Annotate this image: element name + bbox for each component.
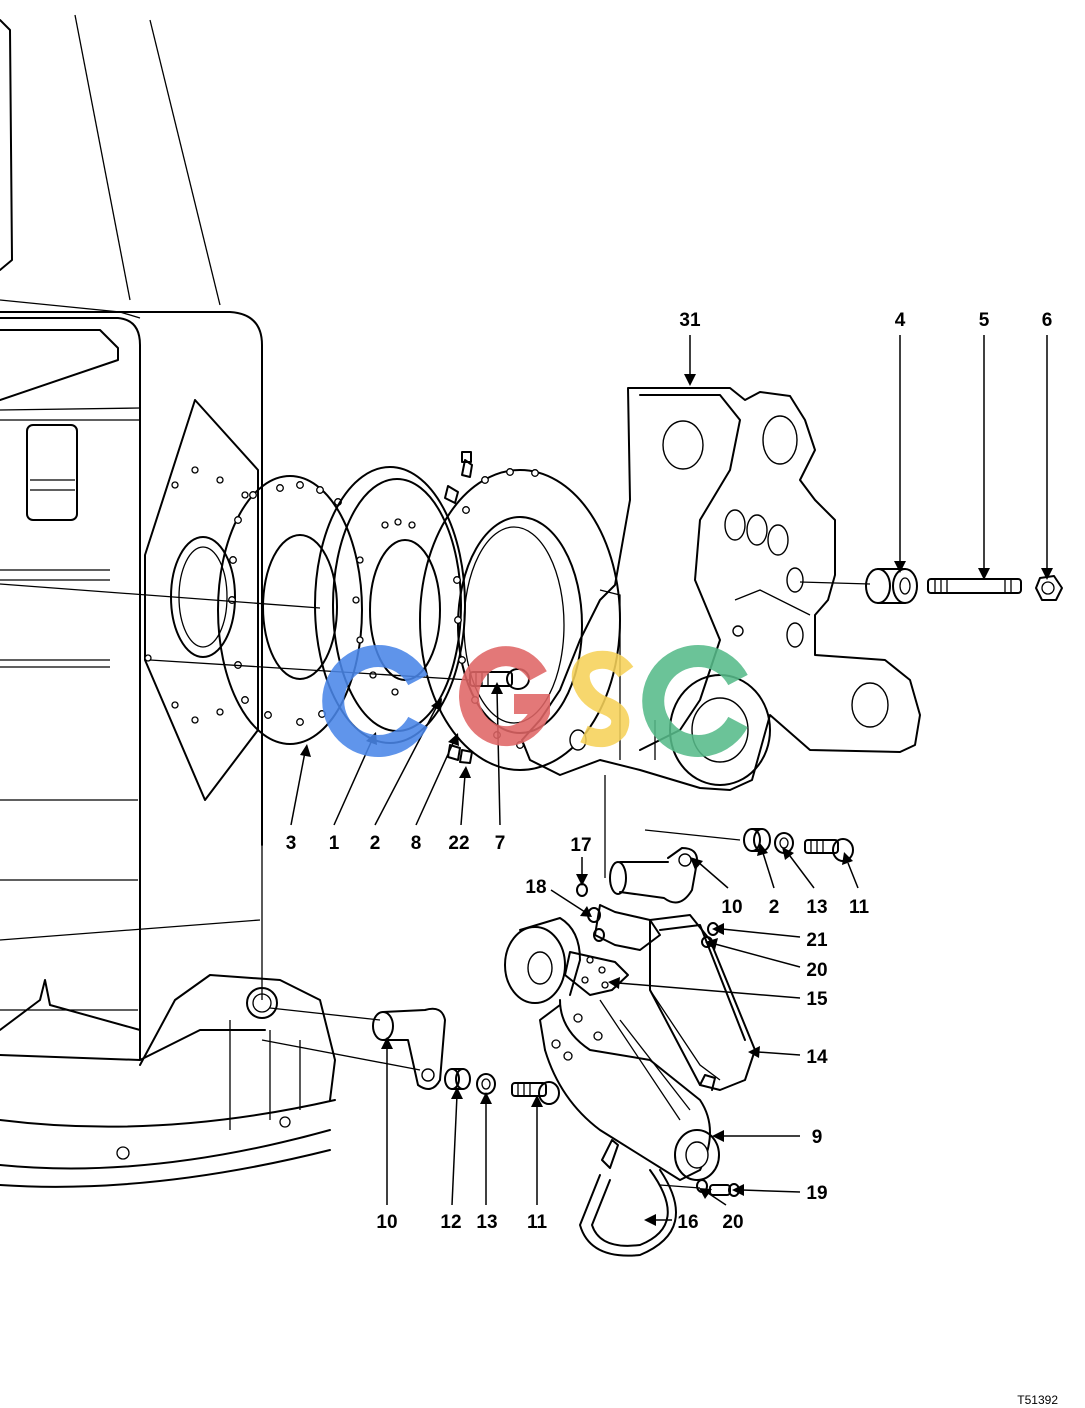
callout-22: 22: [448, 833, 469, 854]
watermark-letter-s-yellow: [571, 650, 634, 748]
cover-14: [649, 914, 756, 1091]
watermark-letter-c-blue: [322, 645, 428, 757]
cylinder-9: [504, 917, 720, 1181]
pin-5: [927, 578, 1022, 594]
callout-1: 1: [329, 833, 340, 854]
callout-8: 8: [411, 833, 422, 854]
callout-3: 3: [286, 833, 297, 854]
callout-6: 6: [1042, 310, 1053, 331]
drawing-reference: T51392: [1017, 1393, 1058, 1407]
callout-14: 14: [806, 1047, 828, 1068]
callout-20: 20: [806, 960, 827, 981]
callout-7: 7: [495, 833, 506, 854]
spacer-12: [444, 1068, 471, 1090]
callout-31: 31: [679, 310, 701, 331]
callout-20: 20: [722, 1212, 743, 1233]
callout-labels: 31 4 5 6 3 1 2 8 22 7 17 18 10 2 13 11 2…: [286, 310, 1053, 1233]
callout-11: 11: [849, 897, 870, 918]
callout-15: 15: [806, 989, 828, 1010]
callout-13: 13: [806, 897, 827, 918]
callout-10: 10: [376, 1212, 397, 1233]
link-10-lower: [261, 1007, 446, 1090]
watermark-letter-c-green: [642, 645, 748, 757]
clamp-16: [579, 1139, 677, 1257]
callout-21: 21: [806, 930, 828, 951]
callout-18: 18: [525, 877, 546, 898]
callout-5: 5: [979, 310, 990, 331]
callout-13: 13: [476, 1212, 497, 1233]
main-housing: [0, 14, 336, 1188]
washer-13-lower: [476, 1073, 496, 1095]
callout-9: 9: [812, 1127, 823, 1148]
watermark-logo: [322, 645, 748, 757]
callout-4: 4: [895, 310, 906, 331]
callout-2: 2: [769, 897, 780, 918]
bush-4: [865, 568, 918, 604]
callout-2: 2: [370, 833, 381, 854]
callout-12: 12: [440, 1212, 461, 1233]
bolt-11-lower: [511, 1081, 560, 1105]
callout-17: 17: [570, 835, 591, 856]
callout-10: 10: [721, 897, 742, 918]
callout-16: 16: [677, 1212, 698, 1233]
nut-6: [1035, 575, 1063, 601]
watermark-letter-g-red: [459, 646, 550, 747]
link-10-upper: [609, 829, 741, 904]
callout-11: 11: [527, 1212, 548, 1233]
spacer-2: [743, 828, 771, 852]
callout-19: 19: [806, 1183, 827, 1204]
